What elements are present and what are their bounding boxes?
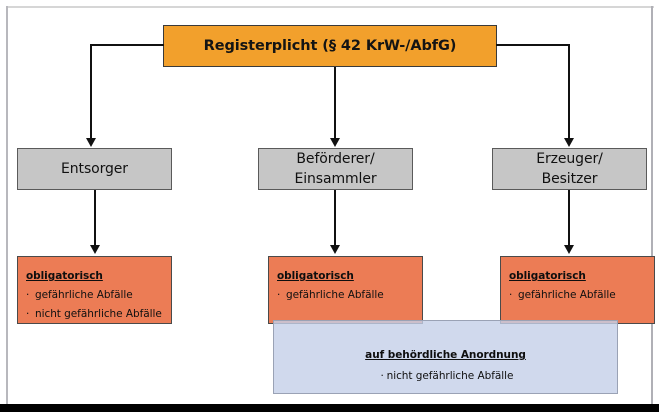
connector-title-to-entsorger-vertical bbox=[90, 44, 92, 141]
title-box-registerpflicht: Registerplicht (§ 42 KrW-/AbfG) bbox=[163, 25, 497, 67]
bullet-icon: · bbox=[277, 289, 281, 301]
connector-title-to-entsorger-horizontal bbox=[90, 44, 164, 46]
order-box-heading: auf behördliche Anordnung bbox=[365, 349, 526, 361]
obligation-befoerderer-item-1-text: gefährliche Abfälle bbox=[286, 289, 384, 301]
arrow-title-to-befoerderer bbox=[330, 138, 340, 147]
order-box-item-1: ·nicht gefährliche Abfälle bbox=[274, 370, 617, 382]
title-box-label: Registerplicht (§ 42 KrW-/AbfG) bbox=[203, 38, 457, 54]
connector-title-to-erzeuger-horizontal bbox=[496, 44, 570, 46]
frame-left-border bbox=[6, 6, 8, 404]
arrow-title-to-entsorger bbox=[86, 138, 96, 147]
obligation-entsorger-item-2-text: nicht gefährliche Abfälle bbox=[35, 308, 162, 320]
obligation-entsorger-item-1-text: gefährliche Abfälle bbox=[35, 289, 133, 301]
bullet-icon: · bbox=[26, 289, 30, 301]
role-box-entsorger: Entsorger bbox=[17, 148, 172, 190]
bullet-icon: · bbox=[380, 370, 384, 382]
obligation-entsorger-heading: obligatorisch bbox=[26, 270, 103, 282]
obligation-befoerderer-item-1: · gefährliche Abfälle bbox=[277, 289, 414, 301]
role-box-erzeuger-line2: Besitzer bbox=[541, 171, 598, 187]
arrow-befoerderer-to-obligation bbox=[330, 245, 340, 254]
obligation-box-erzeuger: obligatorisch · gefährliche Abfälle bbox=[500, 256, 655, 324]
frame-right-border bbox=[651, 6, 653, 404]
order-box-behoerdliche-anordnung: auf behördliche Anordnung ·nicht gefährl… bbox=[273, 320, 618, 394]
arrow-erzeuger-to-obligation bbox=[564, 245, 574, 254]
role-box-erzeuger-line1: Erzeuger/ bbox=[536, 150, 603, 167]
frame-bottom-border bbox=[0, 404, 659, 412]
frame-top-border bbox=[6, 6, 654, 8]
obligation-entsorger-item-1: · gefährliche Abfälle bbox=[26, 289, 163, 301]
obligation-box-befoerderer: obligatorisch · gefährliche Abfälle bbox=[268, 256, 423, 324]
obligation-box-entsorger: obligatorisch · gefährliche Abfälle · nich… bbox=[17, 256, 172, 324]
role-box-befoerderer: Beförderer/ Einsammler bbox=[258, 148, 413, 190]
arrow-entsorger-to-obligation bbox=[90, 245, 100, 254]
role-box-erzeuger: Erzeuger/ Besitzer bbox=[492, 148, 647, 190]
obligation-erzeuger-heading: obligatorisch bbox=[509, 270, 586, 282]
connector-title-to-erzeuger-vertical bbox=[568, 44, 570, 141]
connector-befoerderer-to-obligation-vertical bbox=[334, 190, 336, 248]
obligation-entsorger-item-2: · nicht gefährliche Abfälle bbox=[26, 308, 163, 320]
connector-entsorger-to-obligation-vertical bbox=[94, 190, 96, 248]
order-box-item-1-text: nicht gefährliche Abfälle bbox=[386, 370, 514, 382]
role-box-befoerderer-line2: Einsammler bbox=[294, 171, 377, 187]
arrow-title-to-erzeuger bbox=[564, 138, 574, 147]
connector-erzeuger-to-obligation-vertical bbox=[568, 190, 570, 248]
bullet-icon: · bbox=[26, 308, 30, 320]
role-box-befoerderer-line1: Beförderer/ bbox=[296, 150, 375, 167]
obligation-befoerderer-heading: obligatorisch bbox=[277, 270, 354, 282]
bullet-icon: · bbox=[509, 289, 513, 301]
connector-title-to-befoerderer-vertical bbox=[334, 67, 336, 141]
obligation-erzeuger-item-1: · gefährliche Abfälle bbox=[509, 289, 646, 301]
role-box-entsorger-line1: Entsorger bbox=[61, 160, 128, 177]
obligation-erzeuger-item-1-text: gefährliche Abfälle bbox=[518, 289, 616, 301]
